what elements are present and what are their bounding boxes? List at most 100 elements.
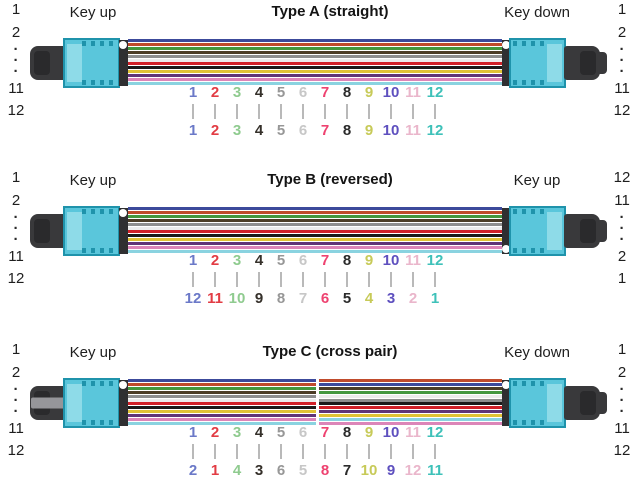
- fiber-stripe-9: [128, 70, 502, 74]
- pin-number: 11: [614, 420, 630, 437]
- ribbon-cable: [319, 379, 502, 425]
- left-connector-latch: [67, 212, 82, 250]
- map-bottom-number: 2: [210, 122, 220, 139]
- fiber-stripe-11: [128, 78, 502, 82]
- pin-number: 11: [614, 80, 630, 97]
- map-bottom-number: 5: [276, 122, 286, 139]
- pin-number: ·: [619, 63, 625, 80]
- map-top-number: 3: [232, 252, 242, 269]
- pin-number: 2: [617, 364, 627, 381]
- map-top-number: 5: [276, 84, 286, 101]
- map-tick: [280, 104, 282, 119]
- map-tick: [214, 104, 216, 119]
- map-bottom-number: 12: [404, 462, 422, 479]
- fiber-stripe-2: [128, 42, 502, 46]
- map-column: 10 9: [380, 424, 402, 480]
- map-bottom-number: 5: [298, 462, 308, 479]
- fiber-stripe-10: [128, 242, 502, 246]
- map-top-number: 9: [364, 424, 374, 441]
- right-teeth-bottom: [513, 420, 547, 425]
- pin-number: 1: [11, 169, 21, 186]
- fiber-stripe-4: [319, 390, 502, 394]
- map-top-number: 6: [298, 424, 308, 441]
- map-tick: [192, 444, 194, 459]
- left-connector-body: [63, 378, 120, 428]
- map-tick: [368, 444, 370, 459]
- section-title: Type C (cross pair): [262, 343, 398, 360]
- key-right-label: Key down: [504, 4, 570, 21]
- right-connector-body: [509, 206, 566, 256]
- map-bottom-number: 9: [364, 122, 374, 139]
- right-connector-latch: [547, 44, 562, 82]
- pin-number: ·: [13, 63, 19, 80]
- pin-number: 12: [613, 102, 631, 119]
- left-connector-latch: [67, 384, 82, 422]
- fiber-stripe-3: [128, 214, 502, 218]
- map-bottom-number: 8: [276, 290, 286, 307]
- fiber-stripe-10: [128, 414, 316, 418]
- ribbon-cable: [128, 379, 316, 425]
- map-bottom-number: 6: [298, 122, 308, 139]
- map-top-number: 10: [382, 424, 400, 441]
- left-boot: [30, 214, 66, 248]
- left-boot: [30, 386, 67, 420]
- map-top-number: 8: [342, 84, 352, 101]
- left-ferrule-strip: [119, 40, 128, 86]
- map-tick: [236, 104, 238, 119]
- map-bottom-number: 9: [386, 462, 396, 479]
- pin-number: 1: [11, 1, 21, 18]
- right-teeth-bottom: [513, 248, 547, 253]
- left-boot-inner: [34, 51, 50, 75]
- right-boot-nub: [598, 392, 607, 414]
- fiber-stripe-4: [128, 218, 502, 222]
- map-tick: [390, 444, 392, 459]
- map-bottom-number: 3: [386, 290, 396, 307]
- fiber-stripe-3: [319, 386, 502, 390]
- left-teeth-top: [82, 209, 116, 214]
- left-ferrule-strip: [119, 380, 128, 426]
- map-tick: [324, 272, 326, 287]
- left-teeth-bottom: [82, 248, 116, 253]
- right-boot: [564, 386, 600, 420]
- pin-number: 2: [617, 24, 627, 41]
- map-top-number: 7: [320, 84, 330, 101]
- pin-number: ·: [13, 381, 19, 398]
- fiber-stripe-12: [319, 421, 502, 425]
- left-ferrule-strip: [119, 208, 128, 254]
- fiber-stripe-6: [128, 226, 502, 230]
- map-tick: [434, 104, 436, 119]
- pin-number: ·: [13, 220, 19, 237]
- map-top-number: 12: [426, 252, 444, 269]
- map-bottom-number: 6: [276, 462, 286, 479]
- fiber-stripe-7: [128, 402, 316, 406]
- fiber-stripe-7: [128, 62, 502, 66]
- fiber-stripe-5: [128, 54, 502, 58]
- pin-number: ·: [619, 403, 625, 420]
- map-bottom-number: 7: [342, 462, 352, 479]
- pin-number: 1: [617, 1, 627, 18]
- pin-number: 12: [7, 270, 25, 287]
- map-top-number: 7: [320, 424, 330, 441]
- pin-number: ·: [619, 52, 625, 69]
- fiber-stripe-6: [128, 398, 316, 402]
- right-boot-nub: [598, 220, 607, 242]
- right-boot: [564, 46, 600, 80]
